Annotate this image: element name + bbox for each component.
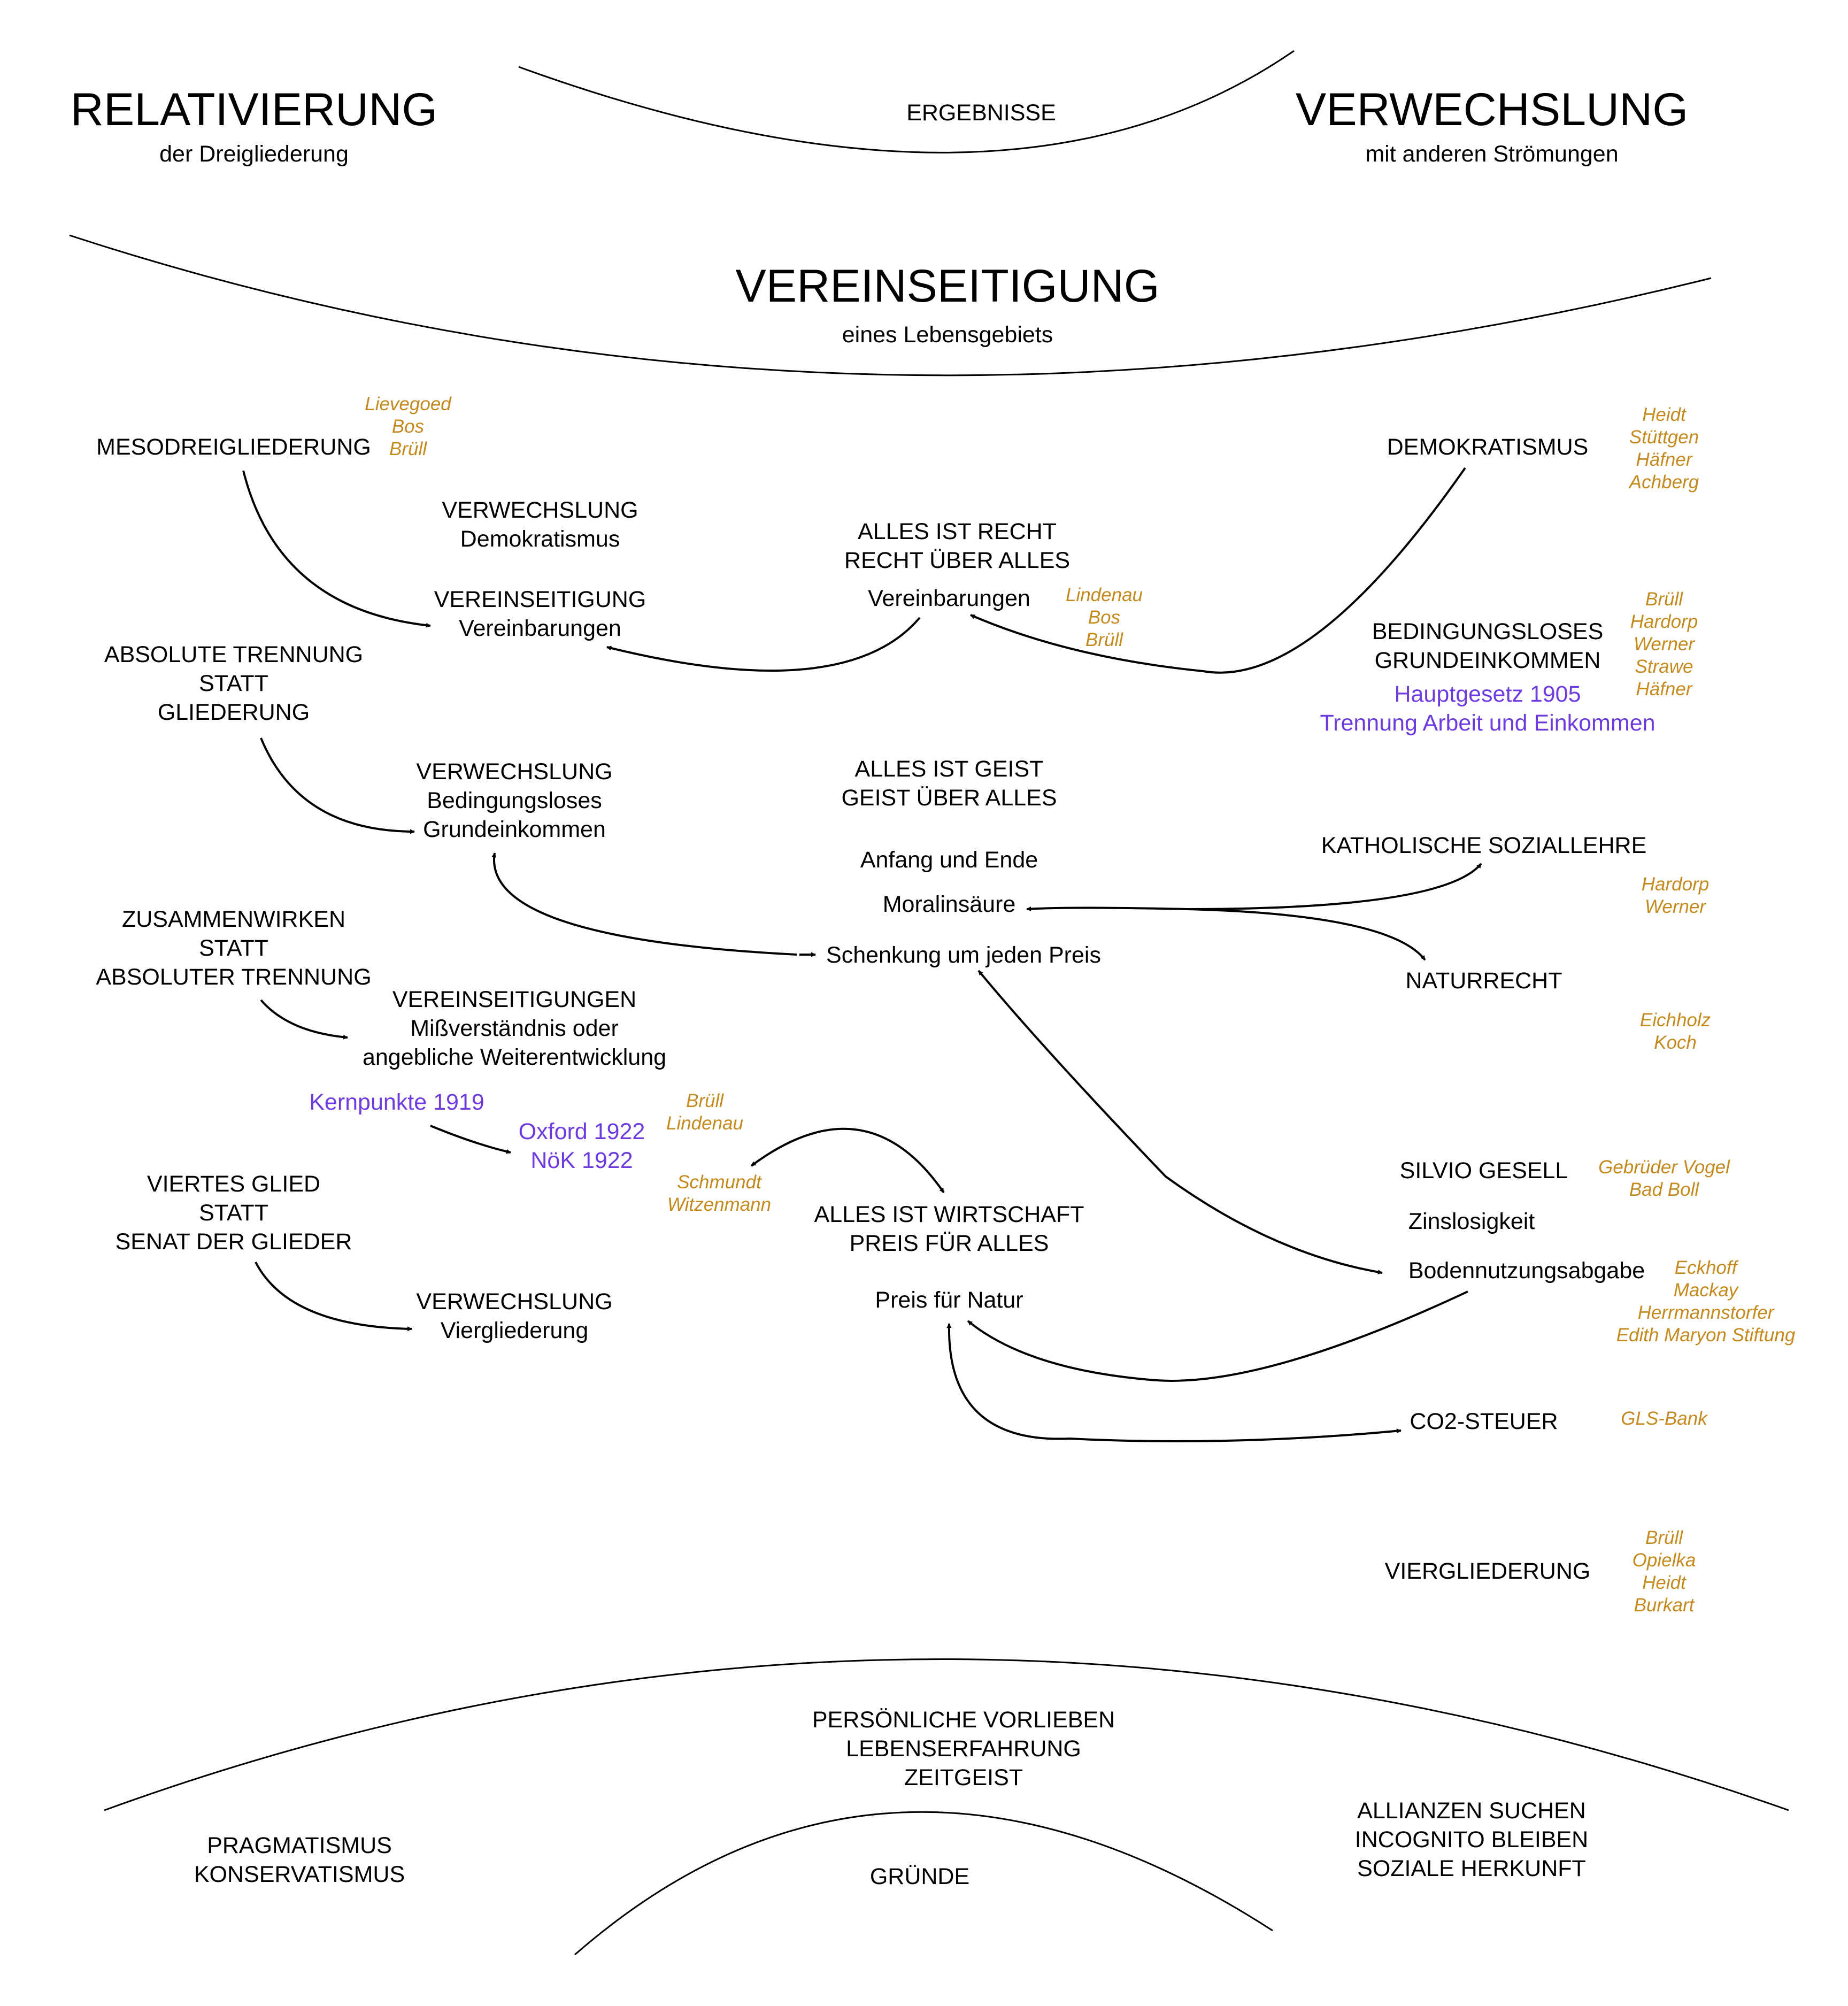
- arrow-to-katholische: [1187, 863, 1482, 910]
- arrow-demokratismus-to-vereinbarungen: [970, 467, 1466, 674]
- silvio-names: Gebrüder Vogel Bad Boll: [1598, 1157, 1730, 1200]
- katholische-node: KATHOLISCHE SOZIALLEHRE: [1321, 833, 1647, 858]
- oxford-names-bottom: Schmundt Witzenmann: [667, 1172, 772, 1215]
- arrow-to-naturrecht: [1187, 908, 1426, 961]
- vereinseitigungen-node: VEREINSEITIGUNGEN Mißverständnis oder an…: [362, 987, 667, 1070]
- schenkung-node: Schenkung um jeden Preis: [826, 942, 1101, 968]
- verwechslung-title: VERWECHSLUNG: [1295, 84, 1689, 135]
- preis-natur-node: Preis für Natur: [875, 1287, 1023, 1313]
- mesodreigliederung-names: Lievegoed Bos Brüll: [365, 394, 451, 459]
- moralinsaeure-node: Moralinsäure: [882, 891, 1016, 917]
- viergliederung-names: Brüll Opielka Heidt Burkart: [1632, 1527, 1696, 1616]
- vereinbarungen-node: Vereinbarungen: [868, 586, 1030, 611]
- oxford-label: Oxford 1922 NöK 1922: [518, 1119, 645, 1173]
- verwechslung-viergliederung-node: VERWECHSLUNG Viergliederung: [416, 1289, 613, 1343]
- bodennutzung-node: Bodennutzungsabgabe: [1408, 1258, 1645, 1283]
- arrow-viertes-to-viergliederung: [255, 1262, 412, 1332]
- demokratismus-names: Heidt Stüttgen Häfner Achberg: [1629, 404, 1699, 493]
- bge-names: Brüll Hardorp Werner Strawe Häfner: [1630, 589, 1698, 700]
- vereinseitigung-arc: [69, 234, 1712, 376]
- arrow-bodennutzung-schenkung: [977, 970, 1383, 1275]
- verwechslung-demokratismus-node: VERWECHSLUNG Demokratismus: [442, 497, 638, 552]
- bodennutzung-names: Eckhoff Mackay Herrmannstorfer Edith Mar…: [1616, 1257, 1796, 1346]
- oxford-names-top: Brüll Lindenau: [666, 1090, 744, 1134]
- ergebnisse-label: ERGEBNISSE: [906, 100, 1056, 126]
- allianzen-node: ALLIANZEN SUCHEN INCOGNITO BLEIBEN SOZIA…: [1354, 1798, 1589, 1881]
- naturrecht-names: Eichholz Koch: [1639, 1010, 1711, 1053]
- bge-node: BEDINGUNGSLOSES GRUNDEINKOMMEN: [1372, 619, 1604, 673]
- verwechslung-subtitle: mit anderen Strömungen: [1365, 141, 1619, 167]
- ergebnisse-arc: [518, 50, 1295, 153]
- anfang-ende-node: Anfang und Ende: [860, 847, 1038, 873]
- arrow-kernpunkte-to-oxford: [430, 1125, 511, 1154]
- persoenlich-arc: [104, 1658, 1789, 1811]
- gruende-label: GRÜNDE: [869, 1864, 970, 1889]
- silvio-gesell-node: SILVIO GESELL: [1399, 1158, 1568, 1183]
- naturrecht-node: NATURRECHT: [1405, 968, 1562, 994]
- arrow-oxford-wirtschaft: [750, 1127, 945, 1194]
- mesodreigliederung-node: MESODREIGLIEDERUNG: [96, 434, 371, 460]
- arrow-bodennutzung-to-preis: [967, 1290, 1468, 1382]
- katholische-names: Hardorp Werner: [1641, 874, 1710, 917]
- vereinseitigung-vereinbarungen-node: VEREINSEITIGUNG Vereinbarungen: [434, 587, 646, 641]
- kernpunkte-label: Kernpunkte 1919: [309, 1089, 484, 1115]
- arrow-schenkung-to-bge: [491, 852, 797, 956]
- recht-node: ALLES IST RECHT RECHT ÜBER ALLES: [844, 519, 1071, 573]
- wirtschaft-node: ALLES IST WIRTSCHAFT PREIS FÜR ALLES: [814, 1202, 1084, 1256]
- zinslosigkeit-node: Zinslosigkeit: [1408, 1209, 1535, 1234]
- demokratismus-node: DEMOKRATISMUS: [1387, 434, 1589, 460]
- persoenlich-node: PERSÖNLICHE VORLIEBEN LEBENSERFAHRUNG ZE…: [812, 1707, 1115, 1790]
- arrow-vereinbarungen-to-vereinseitigung: [606, 617, 921, 672]
- verwechslung-bge-node: VERWECHSLUNG Bedingungsloses Grundeinkom…: [416, 759, 613, 842]
- gruende-arc: [574, 1811, 1273, 1956]
- hauptgesetz-label: Hauptgesetz 1905 Trennung Arbeit und Ein…: [1320, 681, 1656, 736]
- pragmatismus-node: PRAGMATISMUS KONSERVATISMUS: [194, 1833, 405, 1887]
- arrow-meso-to-vereinbarungen: [242, 470, 431, 628]
- arrow-zusammenwirken-to-vereinseitigungen: [260, 999, 348, 1040]
- arrow-preis-co2: [946, 1323, 1402, 1442]
- viertes-glied-node: VIERTES GLIED STATT SENAT DER GLIEDER: [115, 1171, 352, 1255]
- absolute-trennung-node: ABSOLUTE TRENNUNG STATT GLIEDERUNG: [104, 642, 364, 725]
- vereinseitigung-title: VEREINSEITIGUNG: [735, 260, 1160, 312]
- viergliederung-node: VIERGLIEDERUNG: [1384, 1558, 1591, 1584]
- arrow-trennung-to-bge: [260, 737, 415, 834]
- co2-names: GLS-Bank: [1621, 1408, 1707, 1429]
- geist-node: ALLES IST GEIST GEIST ÜBER ALLES: [841, 756, 1057, 811]
- zusammenwirken-node: ZUSAMMENWIRKEN STATT ABSOLUTER TRENNUNG: [96, 906, 372, 990]
- arrow-moralinsaeure-links: [1026, 906, 1188, 911]
- vereinseitigung-subtitle: eines Lebensgebiets: [842, 322, 1053, 348]
- relativierung-subtitle: der Dreigliederung: [159, 141, 349, 167]
- relativierung-title: RELATIVIERUNG: [70, 84, 438, 135]
- vereinbarungen-names: Lindenau Bos Brüll: [1065, 585, 1143, 650]
- co2-steuer-node: CO2-STEUER: [1410, 1409, 1558, 1434]
